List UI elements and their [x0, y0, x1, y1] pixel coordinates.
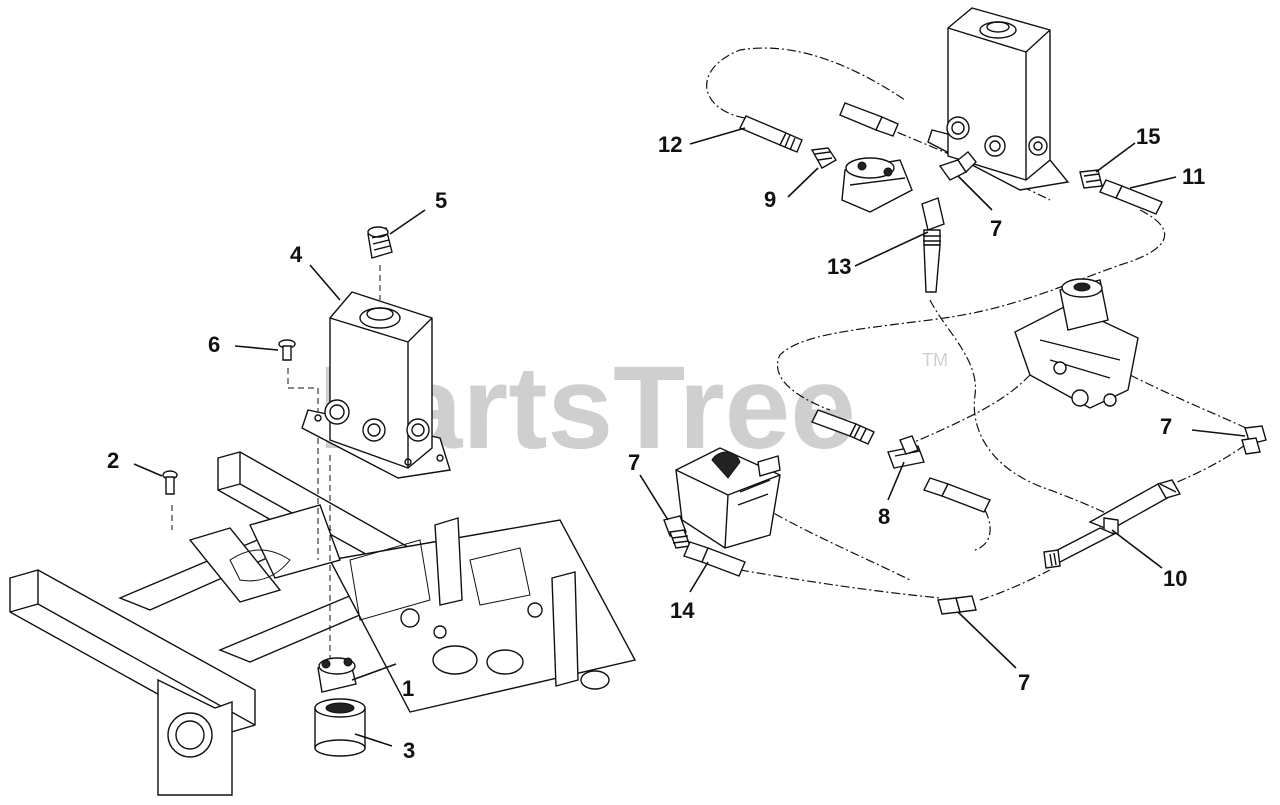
callout-8: 8: [878, 504, 890, 529]
hose-10: [1043, 479, 1182, 569]
frame-bolt: [162, 470, 178, 495]
callout-3: 3: [403, 738, 415, 763]
leader-4: [309, 264, 341, 301]
hose-run-lower: [739, 569, 941, 599]
hose-end-12: [739, 115, 803, 153]
elbow-13: [921, 197, 945, 293]
reservoir-tank: [301, 291, 451, 479]
hose-run-upper: [706, 47, 906, 119]
leader-8: [887, 461, 905, 501]
leader-3: [354, 733, 393, 747]
leader-10: [1111, 529, 1163, 569]
leader-7a: [957, 175, 993, 211]
callout-10: 10: [1163, 566, 1187, 591]
hose-run-tee: [904, 374, 1031, 447]
callout-9: 9: [764, 187, 776, 212]
callout-1: 1: [402, 676, 414, 701]
hose-run-valve: [759, 504, 911, 581]
hydraulic-pump: [1014, 278, 1139, 409]
callout-5: 5: [435, 188, 447, 213]
hose-end-14: [683, 541, 746, 577]
hose-end-middle: [811, 409, 875, 445]
leader-9: [787, 167, 819, 198]
hose-run-tank: [881, 125, 1051, 201]
hose-end-11: [1099, 179, 1163, 215]
control-valve: [675, 447, 781, 549]
leader-7b: [1191, 429, 1246, 437]
install-line-screw: [287, 368, 319, 560]
leader-1: [351, 663, 397, 681]
callout-4: 4: [290, 242, 303, 267]
leader-7d: [957, 611, 1017, 669]
filter-pump-head: [841, 157, 913, 213]
fitting-9: [810, 147, 837, 169]
leader-15: [1095, 142, 1136, 173]
hose-run-long: [776, 209, 1166, 411]
callout-7-bottom: 7: [1018, 670, 1030, 695]
callout-15: 15: [1136, 124, 1160, 149]
callout-6: 6: [208, 332, 220, 357]
elbow-7-bottom: [937, 595, 977, 615]
mounting-screw: [278, 339, 296, 361]
leader-12: [689, 127, 746, 145]
watermark-trademark: TM: [922, 350, 948, 370]
upper-reservoir: [927, 7, 1070, 191]
callout-12: 12: [658, 132, 682, 157]
leader-13: [854, 231, 929, 267]
leader-6: [234, 345, 279, 351]
callout-13: 13: [827, 254, 851, 279]
mower-frame: [9, 451, 637, 796]
hose-end-tee: [923, 477, 991, 513]
hose-run-mid: [974, 509, 991, 551]
callout-7-left: 7: [628, 450, 640, 475]
hose-run-bottom: [979, 569, 1051, 601]
hydraulic-filter: [314, 698, 366, 757]
leader-14: [689, 561, 709, 593]
callout-2: 2: [107, 448, 119, 473]
callout-14: 14: [670, 598, 695, 623]
leader-5: [389, 209, 426, 235]
callout-7-right: 7: [1160, 414, 1172, 439]
hose-run-right: [1129, 374, 1251, 431]
hose-run-pump: [929, 299, 1121, 521]
filter-head: [317, 657, 357, 693]
hose-end-upper: [839, 102, 899, 137]
elbow-7-left: [663, 515, 691, 549]
elbow-7-top: [938, 151, 977, 181]
elbow-7-right: [1241, 425, 1267, 455]
callout-11: 11: [1182, 164, 1205, 189]
tee-8: [887, 435, 925, 469]
leader-2: [133, 463, 163, 477]
reservoir-cap: [367, 226, 393, 259]
fitting-15: [1079, 169, 1103, 189]
leader-7c: [639, 474, 669, 521]
callout-7-top: 7: [990, 216, 1002, 241]
leader-11: [1129, 176, 1177, 189]
